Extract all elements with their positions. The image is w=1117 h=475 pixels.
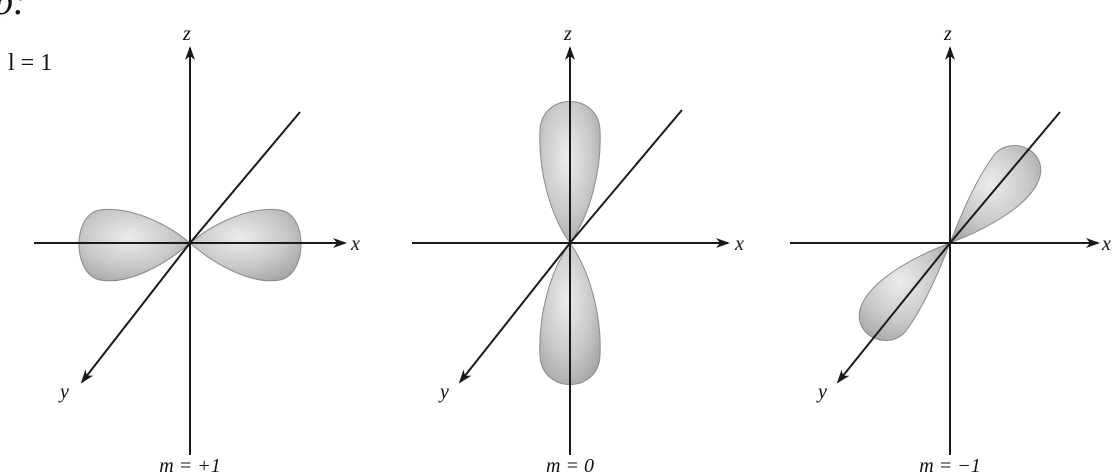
- y-axis-label: y: [58, 381, 69, 403]
- lobe-upper-diagonal: [949, 145, 1041, 244]
- diagonal-axis-upper: [949, 111, 1061, 244]
- y-axis: [458, 242, 571, 384]
- m-label: m = +1: [159, 455, 220, 475]
- y-axis-label: y: [438, 381, 449, 403]
- panel-m-minus-1: z x y m = −1: [790, 23, 1111, 475]
- m-label: m = −1: [919, 455, 980, 475]
- z-axis-label: z: [563, 23, 572, 45]
- z-axis-label: z: [943, 23, 952, 45]
- quantum-number-l-label: l = 1: [8, 50, 52, 76]
- panel-m-0: z x y m = 0: [412, 23, 744, 475]
- lobe-left: [78, 208, 191, 282]
- x-axis-label: x: [734, 233, 744, 255]
- y-axis: [836, 242, 951, 384]
- diagonal-axis-upper: [569, 109, 683, 244]
- orbital-lobes: [78, 208, 302, 282]
- y-axis: [80, 242, 191, 384]
- diagonal-axis-upper: [189, 111, 301, 244]
- y-axis-label: y: [816, 381, 827, 403]
- x-axis-label: x: [350, 233, 360, 255]
- x-axis-label: x: [1101, 233, 1111, 255]
- lobe-lower-diagonal: [859, 242, 951, 341]
- z-axis-label: z: [182, 23, 191, 45]
- cropped-header-text: p:: [0, 0, 26, 23]
- panel-m-plus-1: z x y m = +1: [34, 23, 360, 475]
- lobe-right: [189, 208, 302, 282]
- m-label: m = 0: [546, 455, 594, 475]
